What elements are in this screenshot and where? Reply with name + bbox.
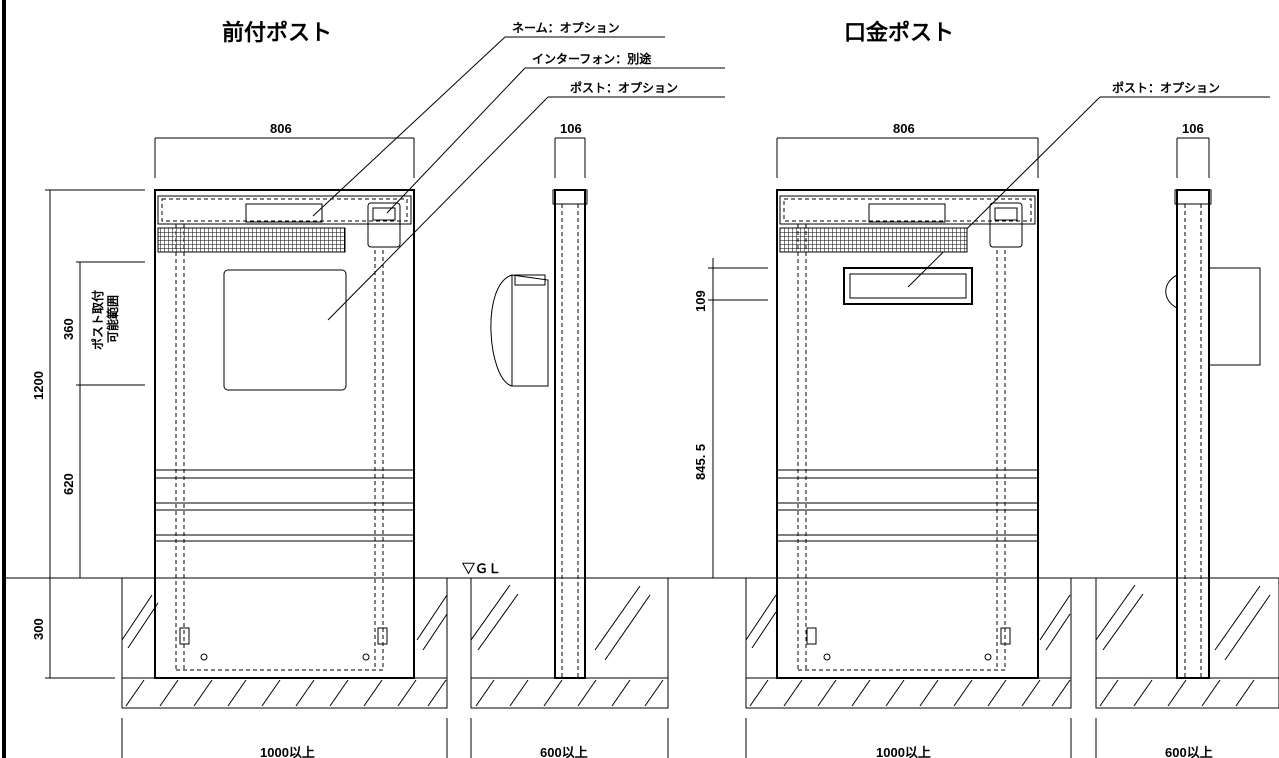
dimension-width-right: 806 — [776, 121, 1039, 178]
dimension-width-left: 806 — [154, 121, 415, 178]
width-left-label: 806 — [270, 121, 292, 136]
callout-post-left-label: ポスト：オプション — [570, 80, 678, 95]
interphone — [367, 202, 401, 248]
callout-interphone-label: インターフォン：別途 — [532, 51, 652, 66]
front-post-box — [223, 269, 347, 391]
foundation-left-depth: 600以上 — [540, 745, 588, 758]
slot-109-label: 109 — [693, 290, 708, 312]
foundation-mouth-side — [1095, 577, 1279, 709]
callout-post-right-label: ポスト：オプション — [1112, 80, 1220, 95]
gl-label: ▽ＧＬ — [461, 561, 501, 576]
foundation-right-width: 1000以上 — [876, 745, 931, 758]
side-post-box — [511, 274, 549, 387]
callout-post-left: ポスト：オプション — [327, 80, 725, 321]
depth-right-label: 106 — [1182, 121, 1204, 136]
callout-name-label: ネーム：オプション — [512, 20, 620, 35]
dimension-underground: 300 — [31, 578, 115, 679]
dimension-height-left: 1200 — [31, 189, 145, 579]
post-range-text-1: ポスト取付 — [90, 290, 105, 350]
foundation-front-left — [121, 577, 448, 709]
callout-name: ネーム：オプション — [312, 20, 665, 217]
post-range-text-2: 可能範囲 — [105, 295, 120, 343]
dimension-depth-right: 106 — [1176, 121, 1210, 178]
dimension-depth-left: 106 — [554, 121, 586, 178]
foundation-mouth-left — [745, 577, 1072, 709]
dimension-post-range: 360 620 ポスト取付 可能範囲 — [61, 261, 145, 578]
lower-620-label: 620 — [61, 473, 76, 495]
side-post-lid — [490, 274, 513, 387]
mouth-post-unit — [776, 189, 1039, 679]
mouth-slot — [843, 267, 973, 305]
width-right-label: 806 — [893, 121, 915, 136]
depth-left-label: 106 — [560, 121, 582, 136]
nameplate — [245, 203, 323, 223]
title-front-post: 前付ポスト — [222, 20, 332, 46]
foundation-front-side — [470, 577, 669, 709]
callout-post-right: ポスト：オプション — [907, 80, 1270, 288]
foundation-right-depth: 600以上 — [1165, 745, 1213, 758]
slot-845-label: 845. 5 — [693, 444, 708, 480]
height-1200-label: 1200 — [31, 371, 46, 400]
front-post-unit — [154, 189, 415, 679]
title-mouth-post: 口金ポスト — [844, 20, 954, 46]
range-360-label: 360 — [61, 318, 76, 340]
side-mouth-box — [1209, 267, 1261, 366]
vent-grille — [157, 227, 346, 253]
mouth-post-side — [1165, 189, 1261, 679]
underground-300-label: 300 — [31, 618, 46, 640]
callout-interphone: インターフォン：別途 — [386, 51, 725, 214]
front-post-side — [490, 189, 588, 679]
foundation-left-width: 1000以上 — [260, 745, 315, 758]
dimension-slot: 109 845. 5 — [693, 258, 768, 578]
